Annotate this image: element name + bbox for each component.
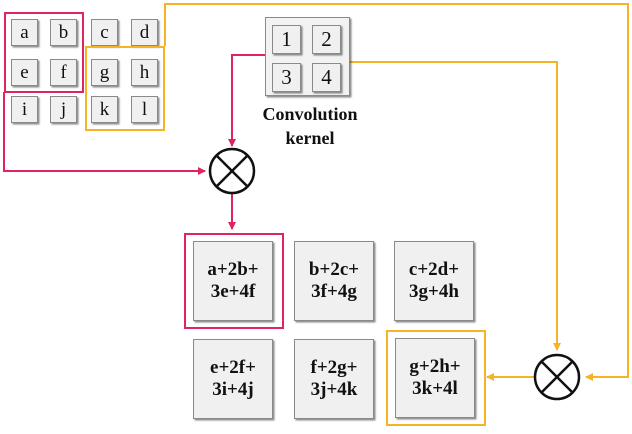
result-line: b+2c+ <box>308 259 360 280</box>
input-cell: e <box>11 59 38 86</box>
orange-kernel-to-multiply-line <box>350 61 561 351</box>
kernel-cell: 3 <box>272 63 301 92</box>
input-cell: f <box>50 59 77 86</box>
kernel-caption: Convolution kernel <box>250 102 370 150</box>
result-cell: g+2h+ 3k+4l <box>395 338 475 418</box>
result-cell: c+2d+ 3g+4h <box>394 241 474 321</box>
red-result-frame <box>184 233 284 329</box>
input-cell: a <box>11 19 38 46</box>
result-line: a+2b+ <box>207 259 259 280</box>
result-cell: b+2c+ 3f+4g <box>294 241 374 321</box>
orange-window-to-multiply-line <box>164 3 629 381</box>
result-line: e+2f+ <box>210 357 256 378</box>
orange-result-frame <box>386 330 486 426</box>
multiply-operator-icon <box>533 353 581 401</box>
result-cell: a+2b+ 3e+4f <box>193 241 273 321</box>
kernel-cell: 1 <box>272 25 301 54</box>
input-cell: l <box>131 96 158 123</box>
input-cell: i <box>11 96 38 123</box>
result-line: 3k+4l <box>412 378 458 399</box>
result-line: 3i+4j <box>212 379 254 400</box>
red-window-frame <box>4 12 84 93</box>
input-cell: j <box>50 96 77 123</box>
result-line: g+2h+ <box>409 356 461 377</box>
kernel-cell: 4 <box>312 63 341 92</box>
result-line: f+2g+ <box>310 357 358 378</box>
input-cell: k <box>91 96 118 123</box>
result-line: c+2d+ <box>408 259 460 280</box>
result-cell: f+2g+ 3j+4k <box>294 339 374 419</box>
input-cell: g <box>91 59 118 86</box>
red-window-to-multiply-line <box>3 92 206 175</box>
result-line: 3g+4h <box>409 281 459 302</box>
kernel-cell: 2 <box>312 25 341 54</box>
result-cell: e+2f+ 3i+4j <box>193 339 273 419</box>
input-cell: h <box>131 59 158 86</box>
input-cell: d <box>131 19 158 46</box>
kernel-caption-line1: Convolution <box>262 104 358 124</box>
result-line: 3e+4f <box>210 281 256 302</box>
multiply-operator-icon <box>208 147 256 195</box>
kernel-caption-line2: kernel <box>285 128 335 148</box>
result-line: 3j+4k <box>310 379 358 400</box>
input-cell: c <box>91 19 118 46</box>
orange-window-frame <box>85 46 165 131</box>
input-cell: b <box>50 19 77 46</box>
red-kernel-to-multiply-line <box>228 54 265 147</box>
result-line: 3f+4g <box>311 281 357 302</box>
